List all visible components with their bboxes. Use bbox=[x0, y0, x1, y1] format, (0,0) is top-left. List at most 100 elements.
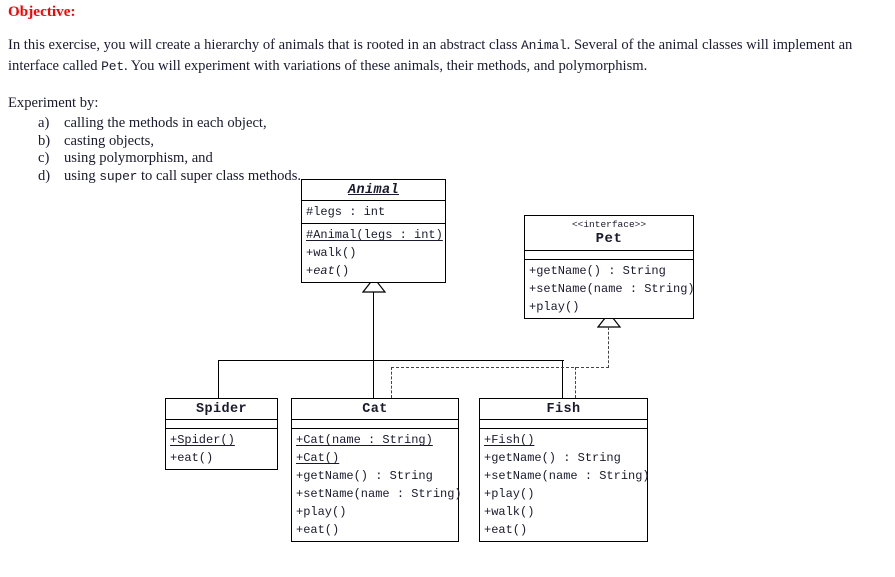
uml-operation-signature: +Cat() bbox=[296, 451, 340, 465]
generalization-bus bbox=[218, 360, 564, 362]
uml-operation-row: +play() bbox=[292, 503, 458, 521]
uml-operation-signature: +eat() bbox=[170, 451, 214, 465]
realization-drop-fish bbox=[575, 367, 576, 398]
uml-class-animal-attributes: #legs : int bbox=[302, 201, 445, 224]
uml-operation-row: +play() bbox=[525, 298, 693, 316]
uml-class-fish-name: Fish bbox=[480, 399, 647, 420]
uml-class-spider[interactable]: Spider +Spider() +eat() bbox=[165, 398, 278, 470]
uml-operation-signature: +play() bbox=[296, 505, 347, 519]
uml-class-fish[interactable]: Fish +Fish() +getName() : String +setNam… bbox=[479, 398, 650, 542]
uml-class-animal[interactable]: Animal #legs : int #Animal(legs : int) +… bbox=[301, 179, 446, 283]
uml-operation-row: +Cat() bbox=[292, 449, 458, 467]
uml-operation-signature: +getName() : String bbox=[529, 264, 666, 278]
uml-operation-row: +Fish() bbox=[480, 431, 647, 449]
list-item: d) using super to call super class method… bbox=[38, 168, 888, 186]
list-item-marker: b) bbox=[38, 132, 51, 149]
uml-interface-pet-attributes bbox=[525, 251, 693, 260]
uml-operation-row: +setName(name : String) bbox=[525, 280, 695, 298]
uml-operation-row: +Spider() bbox=[166, 431, 277, 449]
list-item-text-before: using bbox=[64, 167, 100, 184]
intro-paragraph: In this exercise, you will create a hier… bbox=[8, 35, 888, 77]
experiment-label: Experiment by: bbox=[8, 95, 99, 111]
uml-class-spider-name: Spider bbox=[166, 399, 277, 420]
uml-interface-pet-operations: +getName() : String +setName(name : Stri… bbox=[525, 260, 695, 318]
uml-operation-row: +walk() bbox=[480, 503, 647, 521]
uml-class-animal-name: Animal bbox=[302, 180, 445, 201]
uml-operation-signature: +Fish() bbox=[484, 433, 535, 447]
uml-interface-pet[interactable]: <<interface>> Pet +getName() : String +s… bbox=[524, 215, 695, 319]
uml-operation-row: +getName() : String bbox=[292, 467, 458, 485]
uml-operation-row: +eat() bbox=[480, 521, 647, 539]
generalization-drop-fish bbox=[562, 360, 564, 398]
list-item-text: using polymorphism, and bbox=[64, 150, 213, 166]
generalization-stem-animal bbox=[373, 292, 375, 361]
intro-text-part-2: . Several of the animal classes will imp… bbox=[8, 37, 853, 74]
list-item-marker: c) bbox=[38, 150, 50, 166]
uml-operation-row: +eat() bbox=[302, 262, 445, 280]
uml-operation-row: +eat() bbox=[292, 521, 458, 539]
list-item-text: calling the methods in each object, bbox=[64, 115, 267, 131]
uml-interface-pet-name: Pet bbox=[595, 231, 623, 247]
realization-stem-pet bbox=[608, 327, 609, 368]
list-item: a) calling the methods in each object, bbox=[38, 115, 888, 133]
uml-class-cat-name: Cat bbox=[292, 399, 458, 420]
uml-operation-params: () bbox=[334, 264, 350, 278]
realization-drop-cat bbox=[391, 367, 392, 398]
uml-operation-name: eat bbox=[313, 264, 335, 278]
list-item-text: casting objects, bbox=[64, 132, 154, 149]
uml-operation-row: +setName(name : String) bbox=[480, 467, 650, 485]
uml-operation-signature: +getName() : String bbox=[296, 469, 433, 483]
uml-operation-row: #Animal(legs : int) bbox=[302, 226, 445, 244]
uml-operation-signature: +eat() bbox=[296, 523, 340, 537]
uml-class-cat[interactable]: Cat +Cat(name : String) +Cat() +getName(… bbox=[291, 398, 462, 542]
inline-code-pet: Pet bbox=[101, 59, 124, 74]
uml-operation-row: +setName(name : String) bbox=[292, 485, 462, 503]
uml-class-cat-attributes bbox=[292, 420, 458, 429]
experiment-list: a) calling the methods in each object, b)… bbox=[8, 115, 888, 185]
uml-class-fish-operations: +Fish() +getName() : String +setName(nam… bbox=[480, 429, 650, 541]
exercise-description: Objective: In this exercise, you will cr… bbox=[8, 4, 888, 185]
uml-class-spider-operations: +Spider() +eat() bbox=[166, 429, 277, 469]
realization-triangle-pet bbox=[597, 312, 622, 328]
uml-operation-signature: +Spider() bbox=[170, 433, 235, 447]
uml-operation-signature: +play() bbox=[529, 300, 580, 314]
uml-class-animal-operations: #Animal(legs : int) +walk() +eat() bbox=[302, 224, 445, 282]
uml-interface-pet-header: <<interface>> Pet bbox=[525, 216, 693, 251]
uml-operation-signature: #Animal(legs : int) bbox=[306, 228, 443, 242]
list-item-text-after: to call super class methods. bbox=[137, 167, 302, 184]
uml-operation-row: +getName() : String bbox=[480, 449, 647, 467]
intro-text-part-1: In this exercise, you will create a hier… bbox=[8, 37, 522, 53]
uml-attribute-signature: #legs : int bbox=[306, 205, 386, 219]
uml-attribute-row: #legs : int bbox=[302, 203, 445, 221]
uml-class-cat-operations: +Cat(name : String) +Cat() +getName() : … bbox=[292, 429, 462, 541]
uml-operation-signature: +setName(name : String) bbox=[296, 487, 462, 501]
list-item: b) casting objects, bbox=[38, 133, 888, 151]
generalization-drop-spider bbox=[218, 360, 220, 398]
uml-operation-signature: +setName(name : String) bbox=[529, 282, 695, 296]
objective-heading: Objective: bbox=[8, 4, 76, 20]
generalization-drop-cat bbox=[373, 360, 375, 398]
inline-code-animal: Animal bbox=[521, 38, 567, 53]
uml-operation-row: +Cat(name : String) bbox=[292, 431, 458, 449]
uml-operation-row: +walk() bbox=[302, 244, 445, 262]
list-item-marker: a) bbox=[38, 115, 50, 131]
uml-operation-signature: +play() bbox=[484, 487, 535, 501]
inline-code-super: super bbox=[99, 168, 138, 184]
uml-operation-row: +eat() bbox=[166, 449, 277, 467]
uml-operation-signature: +walk() bbox=[306, 246, 357, 260]
realization-bus bbox=[391, 367, 609, 368]
list-item: c) using polymorphism, and bbox=[38, 150, 888, 168]
uml-operation-signature: +eat() bbox=[484, 523, 528, 537]
uml-class-spider-attributes bbox=[166, 420, 277, 429]
uml-operation-row: +play() bbox=[480, 485, 647, 503]
uml-class-fish-attributes bbox=[480, 420, 647, 429]
list-item-marker: d) bbox=[38, 167, 51, 184]
uml-operation-signature: +setName(name : String) bbox=[484, 469, 650, 483]
intro-text-part-3: . You will experiment with variations of… bbox=[123, 58, 648, 74]
uml-operation-signature: +getName() : String bbox=[484, 451, 621, 465]
uml-operation-visibility: + bbox=[306, 264, 314, 278]
uml-stereotype-label: <<interface>> bbox=[571, 219, 647, 230]
uml-operation-row: +getName() : String bbox=[525, 262, 693, 280]
uml-operation-signature: +Cat(name : String) bbox=[296, 433, 433, 447]
